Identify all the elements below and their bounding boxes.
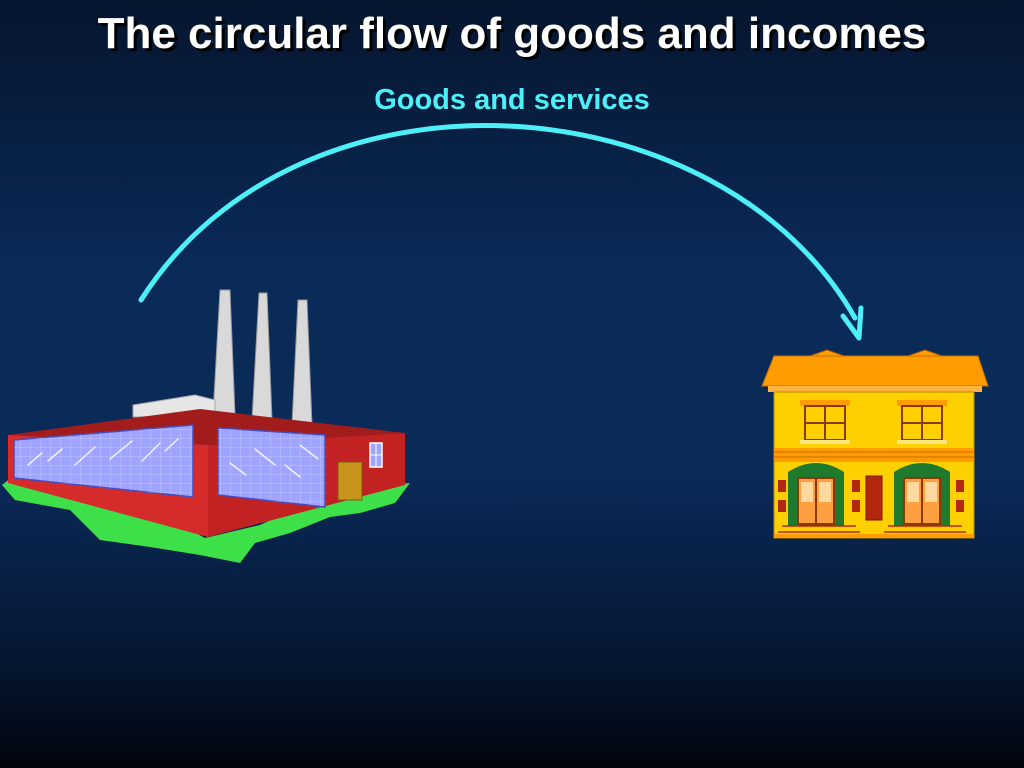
factory-door [337, 461, 363, 501]
smokestack [212, 289, 236, 416]
factory-icon [2, 289, 410, 563]
smokestack [291, 299, 313, 426]
arrowhead-icon [840, 305, 864, 341]
house-icon [761, 349, 989, 539]
house-door [894, 463, 950, 526]
slide-title: The circular flow of goods and incomes [97, 9, 927, 58]
smokestack [251, 292, 273, 421]
flow-label: Goods and services [374, 84, 650, 116]
house-window [865, 475, 883, 521]
house-window [897, 400, 947, 444]
house-door [788, 463, 844, 526]
house-window [800, 400, 850, 444]
flow-arc [138, 123, 858, 321]
house-roof [761, 355, 989, 387]
